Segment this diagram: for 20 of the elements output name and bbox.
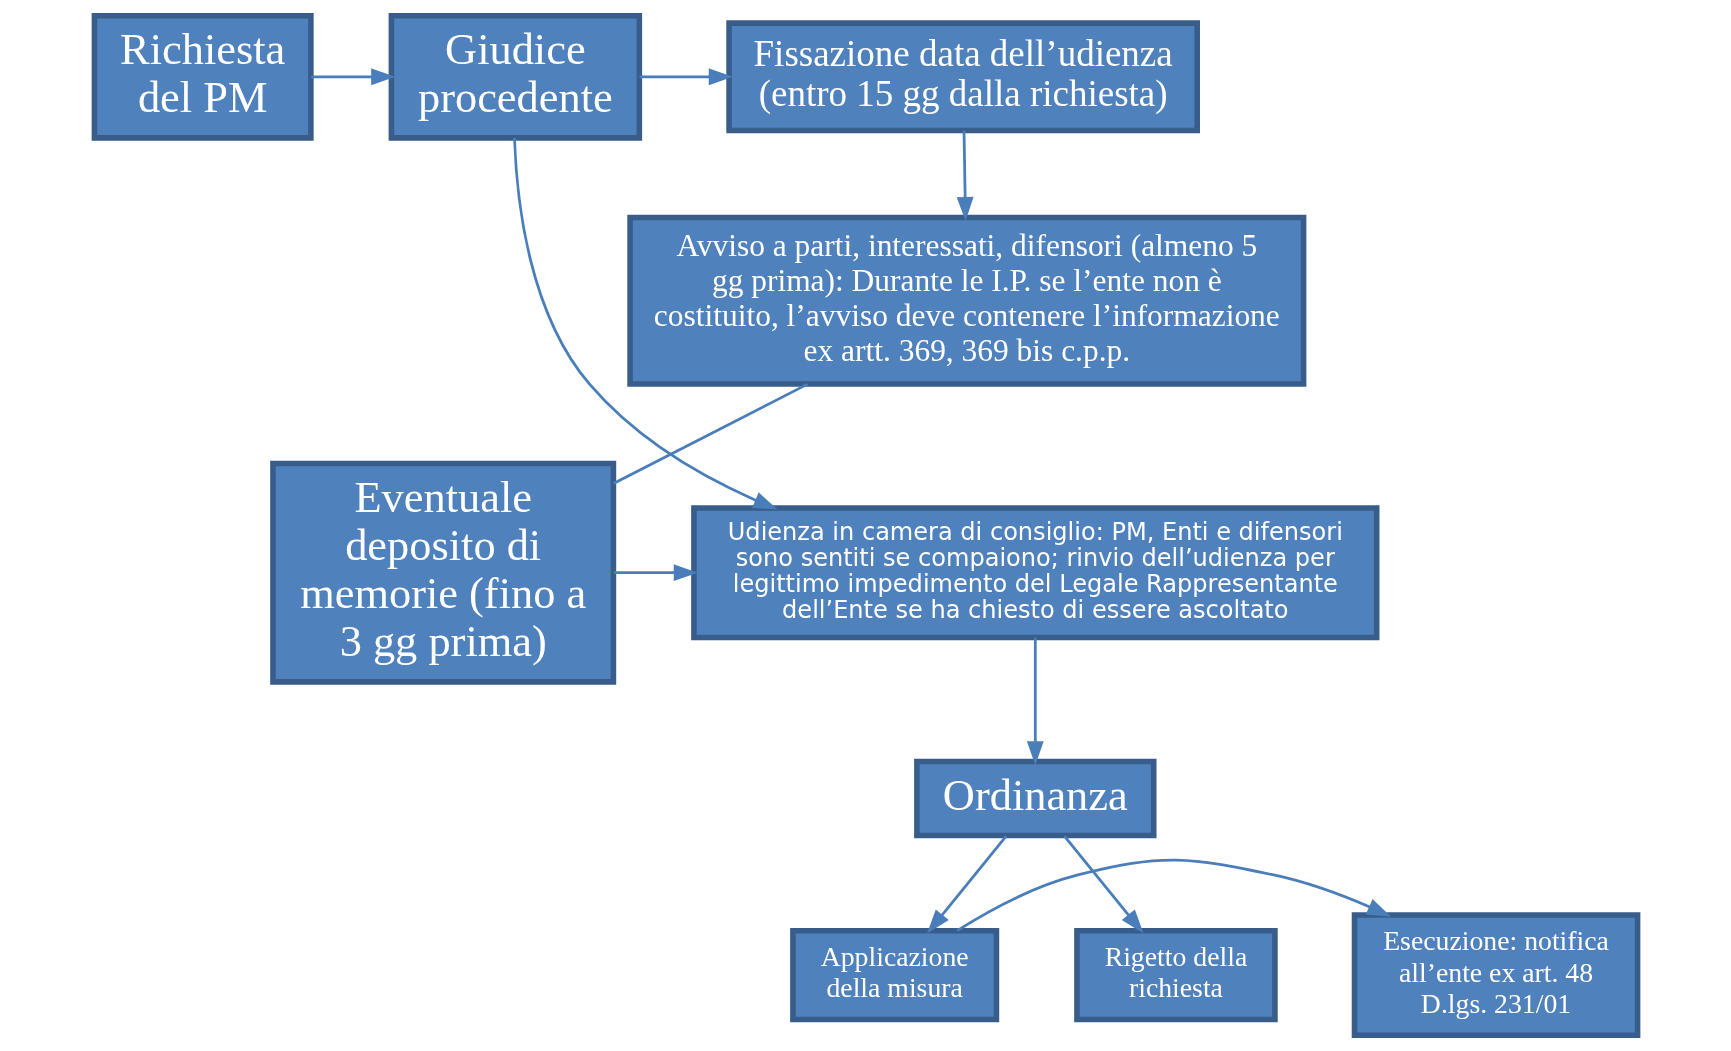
node-box: Avviso a parti, interessati, difensori (almeno 5 gg prima): Durante le I.P. se l’ente non è costituito, l’avviso deve contenere l’informazione ex artt. 369, 369 bis c.p.p.: [626, 214, 1306, 387]
node-box: Udienza in camera di consiglio: PM, Enti e difensori sono sentiti se compaiono; rinvio dell’udienza per legittimo impedimento del Legale Rappresentante dell’Ente se ha chiesto di essere ascoltato: [690, 505, 1379, 641]
node-box: Richiesta del PM: [91, 12, 314, 141]
arrow: [639, 68, 733, 86]
node-box: Fissazione data dell’udienza (entro 15 gg dalla richiesta): [725, 20, 1200, 134]
node-box: Ordinanza: [913, 758, 1156, 839]
node-box: Eventuale deposito di memorie (fino a 3 gg prima): [269, 460, 616, 685]
node-box: Esecuzione: notifica all’ente ex art. 48 D.lgs. 231/01: [1351, 912, 1640, 1039]
arrow: [1062, 835, 1144, 934]
arrow: [613, 564, 698, 582]
node-box: Applicazione della misura: [789, 927, 999, 1023]
arrow: [512, 137, 778, 510]
arrow: [1026, 637, 1044, 766]
arrow: [926, 835, 1007, 934]
connector: [612, 382, 808, 485]
arrow: [955, 858, 1391, 932]
node-box: Rigetto della richiesta: [1073, 927, 1278, 1023]
arrow: [310, 68, 395, 86]
arrow: [956, 130, 974, 222]
node-box: Giudice procedente: [388, 12, 642, 141]
